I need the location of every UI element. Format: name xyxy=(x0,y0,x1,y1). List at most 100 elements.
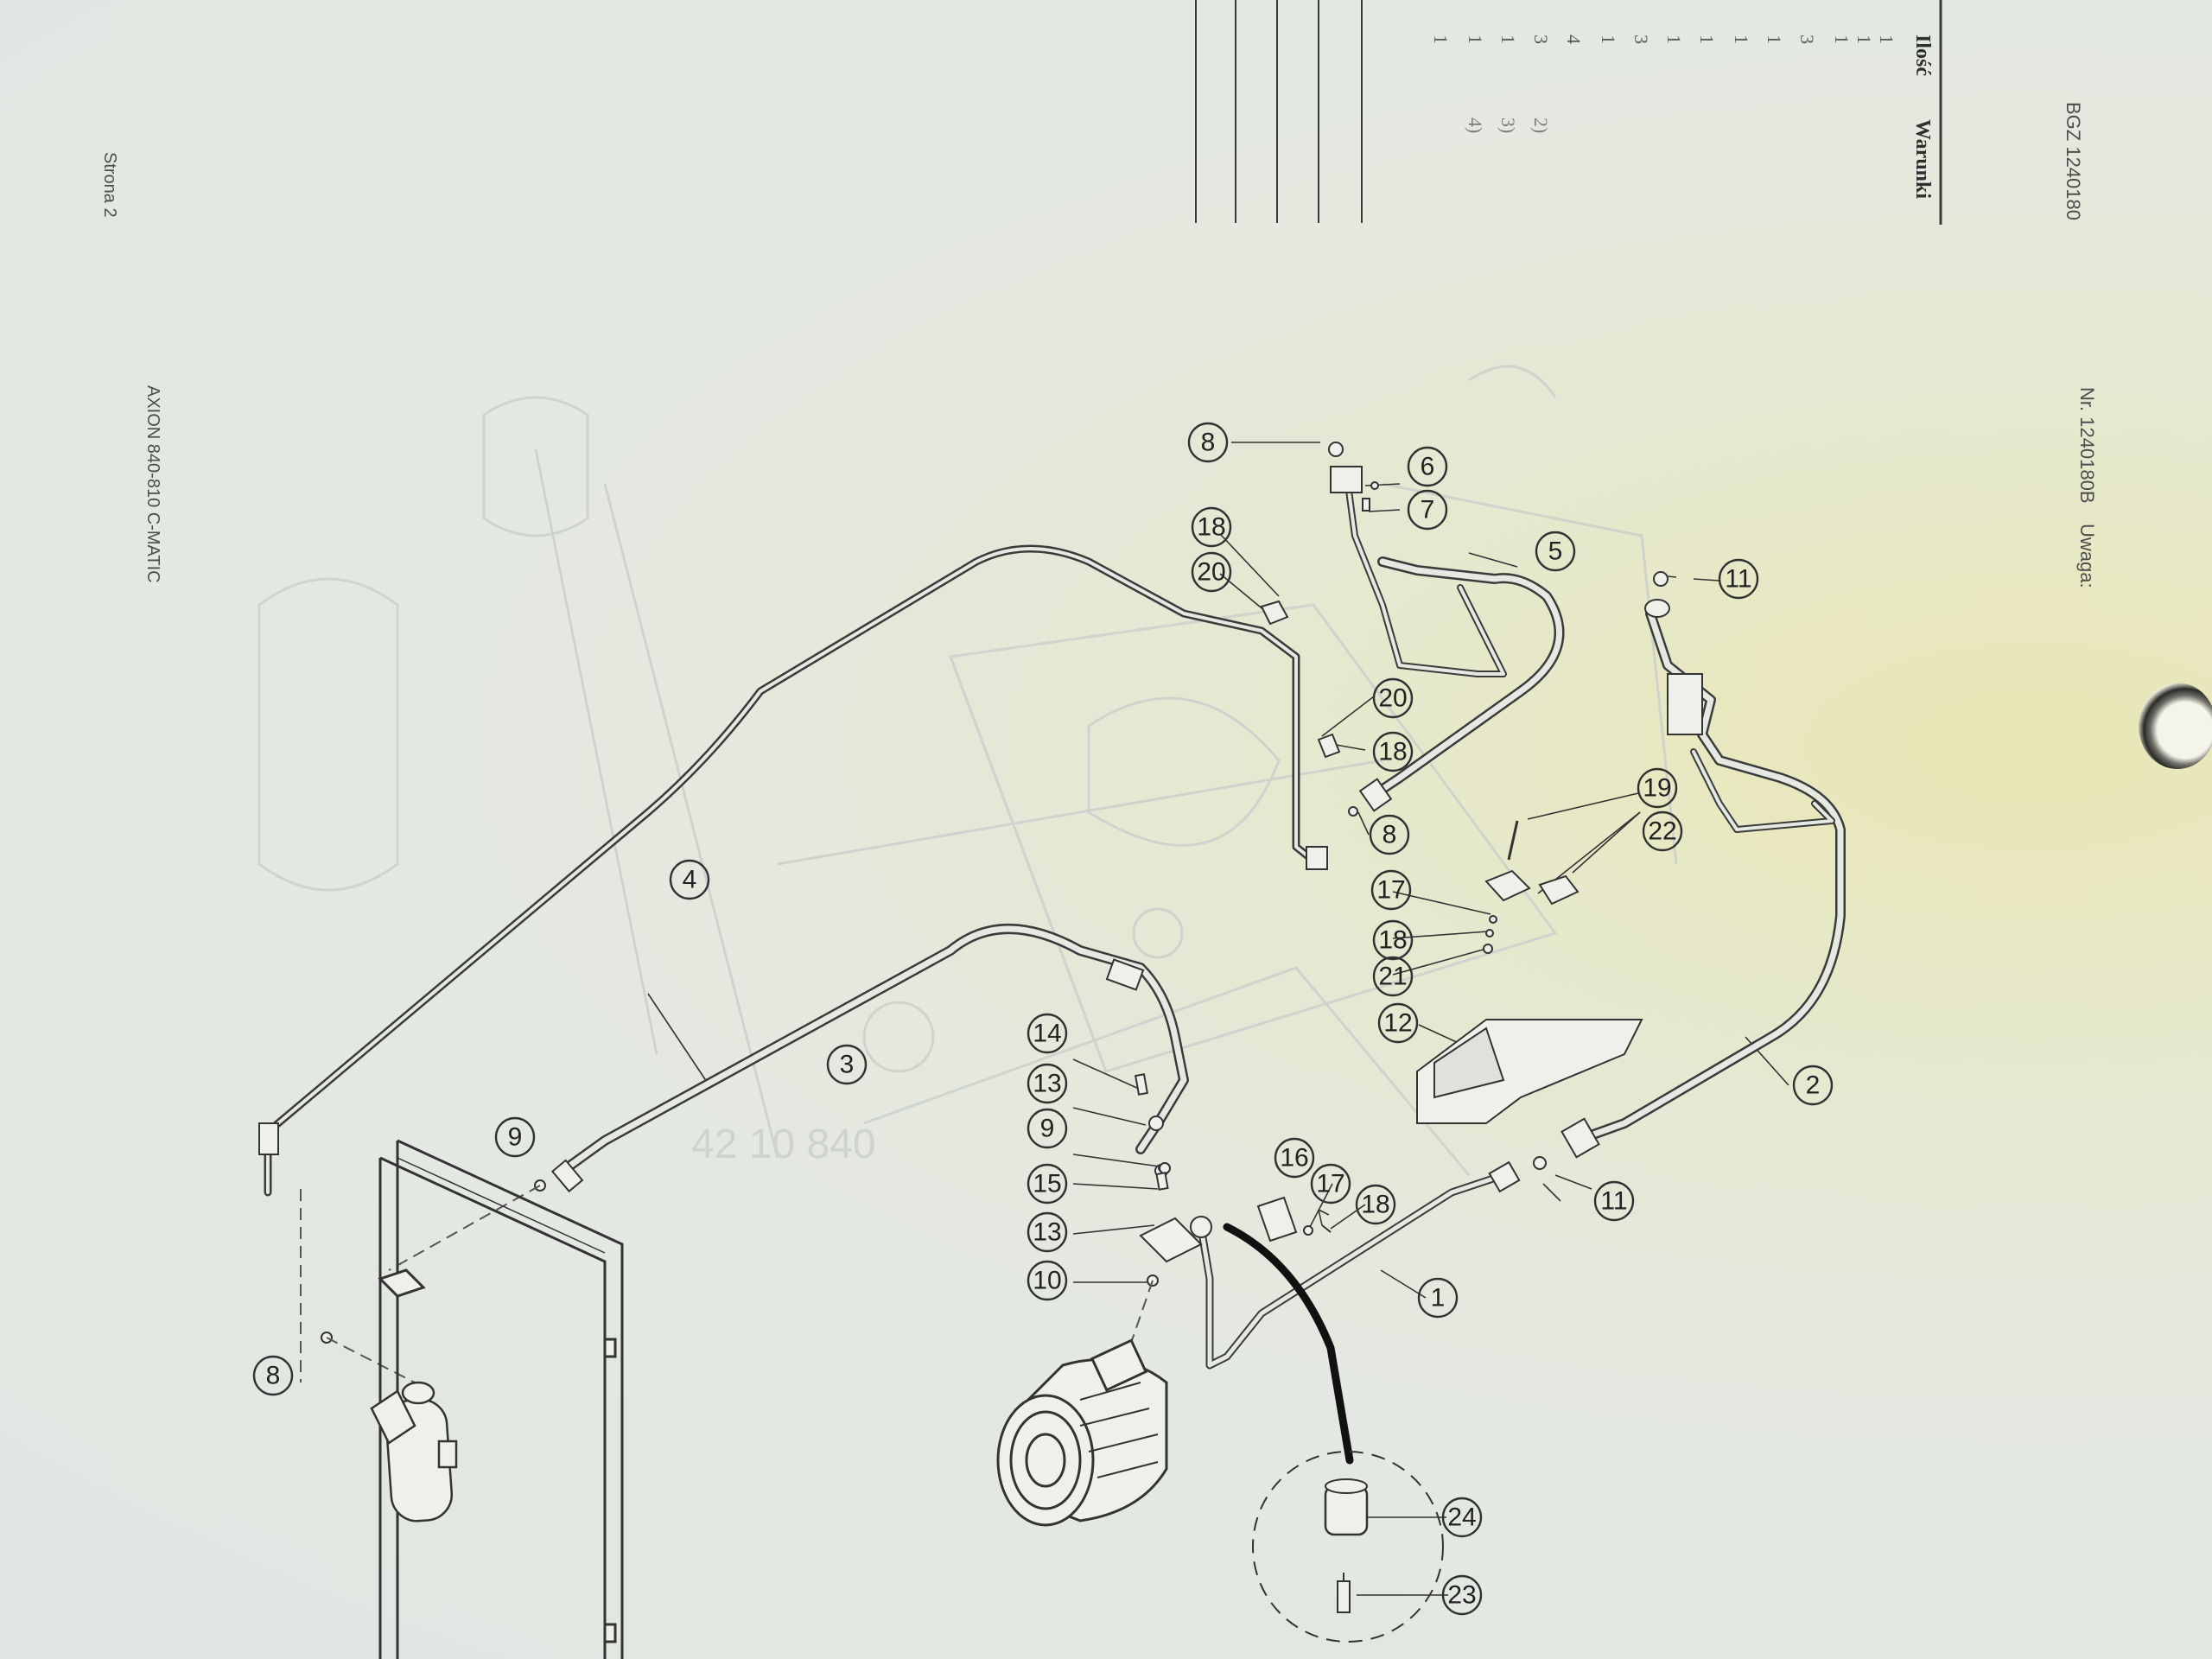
washer xyxy=(1483,944,1493,954)
svg-text:21: 21 xyxy=(1378,963,1407,991)
bolt xyxy=(1321,1224,1332,1233)
svg-text:9: 9 xyxy=(1040,1115,1055,1143)
washer xyxy=(1148,1116,1164,1131)
binder-hole xyxy=(2139,683,2212,769)
receiver-drier xyxy=(370,1381,458,1522)
compressor-bracket xyxy=(1139,1217,1203,1263)
svg-text:13: 13 xyxy=(1033,1218,1061,1247)
fitting-nut xyxy=(1105,958,1145,991)
callout-13a: 13 xyxy=(1027,1063,1068,1104)
svg-text:4: 4 xyxy=(683,866,697,894)
clamp xyxy=(1260,600,1289,626)
bolt xyxy=(1362,498,1370,512)
svg-text:12: 12 xyxy=(1383,1009,1412,1038)
svg-text:20: 20 xyxy=(1378,684,1407,713)
callout-20b: 20 xyxy=(1372,677,1414,719)
callout-18a: 18 xyxy=(1191,506,1232,548)
valve-core-part xyxy=(1337,1580,1351,1613)
condenser-mount xyxy=(378,1268,426,1298)
fitting-nut xyxy=(258,1122,279,1155)
svg-text:18: 18 xyxy=(1378,738,1407,766)
o-ring xyxy=(1348,806,1358,817)
callout-18d: 18 xyxy=(1355,1184,1396,1225)
svg-text:2: 2 xyxy=(1806,1071,1821,1100)
fittings xyxy=(258,442,1703,1344)
callout-19: 19 xyxy=(1637,767,1678,809)
callout-11b: 11 xyxy=(1593,1180,1635,1222)
bolt xyxy=(1155,1172,1169,1191)
callout-15: 15 xyxy=(1027,1163,1068,1205)
washer xyxy=(1489,915,1497,924)
fitting-nut xyxy=(550,1159,584,1193)
callout-1: 1 xyxy=(1417,1277,1459,1319)
callout-10: 10 xyxy=(1027,1260,1068,1301)
clamp xyxy=(1317,733,1341,759)
svg-text:17: 17 xyxy=(1376,876,1405,905)
fitting-nut xyxy=(1358,778,1393,812)
callout-18c: 18 xyxy=(1372,919,1414,961)
svg-text:24: 24 xyxy=(1447,1503,1476,1532)
fitting-nut xyxy=(1488,1160,1521,1193)
condenser-tab xyxy=(603,1623,617,1643)
svg-text:23: 23 xyxy=(1447,1581,1476,1610)
callout-14: 14 xyxy=(1027,1013,1068,1054)
svg-text:19: 19 xyxy=(1643,774,1671,803)
svg-text:8: 8 xyxy=(1201,429,1216,457)
washer xyxy=(1303,1225,1313,1236)
svg-text:17: 17 xyxy=(1316,1170,1344,1198)
dashed-lines xyxy=(300,1185,1154,1383)
washer xyxy=(1370,481,1379,490)
callout-23: 23 xyxy=(1441,1574,1483,1616)
callout-5: 5 xyxy=(1535,531,1576,572)
callout-3: 3 xyxy=(826,1044,868,1085)
svg-text:22: 22 xyxy=(1648,817,1676,846)
clamp xyxy=(1256,1196,1298,1243)
svg-text:9: 9 xyxy=(508,1123,523,1152)
background-stamp: 42 10 840 xyxy=(691,1122,876,1167)
callout-16: 16 xyxy=(1274,1137,1315,1179)
leader-lines xyxy=(647,442,1789,1596)
fitting-sleeve xyxy=(1667,673,1703,735)
callout-17b: 17 xyxy=(1310,1163,1351,1205)
o-ring xyxy=(1328,442,1344,457)
callout-20a: 20 xyxy=(1191,551,1232,593)
svg-text:11: 11 xyxy=(1600,1187,1627,1216)
callout-6: 6 xyxy=(1407,446,1448,487)
svg-text:8: 8 xyxy=(1382,821,1397,849)
svg-text:13: 13 xyxy=(1033,1070,1061,1098)
callout-8b: 8 xyxy=(1369,814,1410,855)
bolt xyxy=(1135,1073,1148,1096)
svg-text:3: 3 xyxy=(840,1051,855,1079)
clamp xyxy=(1538,874,1580,906)
svg-text:7: 7 xyxy=(1421,496,1435,524)
callout-12: 12 xyxy=(1377,1002,1419,1044)
svg-text:1: 1 xyxy=(1431,1284,1446,1313)
fitting-block xyxy=(1330,466,1363,493)
fitting-nut xyxy=(1306,846,1328,870)
table-rules xyxy=(1195,0,1942,225)
callout-8c: 8 xyxy=(252,1355,294,1396)
callout-17a: 17 xyxy=(1370,869,1412,911)
svg-text:10: 10 xyxy=(1033,1267,1061,1295)
svg-text:5: 5 xyxy=(1548,537,1563,566)
pin xyxy=(1507,820,1519,861)
svg-text:18: 18 xyxy=(1361,1191,1389,1219)
callout-13b: 13 xyxy=(1027,1211,1068,1253)
svg-text:16: 16 xyxy=(1280,1144,1308,1173)
clamp xyxy=(1484,869,1531,902)
callout-18b: 18 xyxy=(1372,731,1414,772)
fitting-nut xyxy=(1560,1117,1600,1159)
callout-9a: 9 xyxy=(494,1116,536,1158)
condenser-tab xyxy=(603,1338,617,1358)
svg-text:14: 14 xyxy=(1033,1020,1061,1048)
compressor xyxy=(996,1338,1168,1527)
callout-21: 21 xyxy=(1372,956,1414,997)
callout-2: 2 xyxy=(1792,1065,1834,1106)
o-ring xyxy=(1533,1156,1547,1170)
svg-text:8: 8 xyxy=(266,1362,281,1390)
callout-22: 22 xyxy=(1642,810,1683,852)
detail-view xyxy=(1252,1451,1444,1643)
o-ring xyxy=(1159,1162,1171,1174)
o-ring xyxy=(1653,571,1669,587)
